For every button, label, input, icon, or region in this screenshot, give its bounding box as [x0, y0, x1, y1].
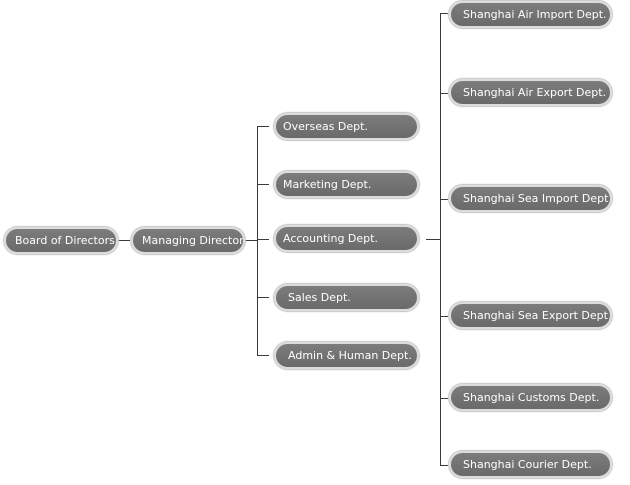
- node-shanghai-sea-export-dept[interactable]: Shanghai Sea Export Dept.: [449, 302, 612, 329]
- connector-line: [257, 355, 269, 356]
- node-overseas-dept[interactable]: Overseas Dept.: [274, 113, 419, 140]
- connector-line: [440, 93, 448, 94]
- connector-line: [257, 184, 269, 185]
- node-board-of-directors[interactable]: Board of Directors: [4, 227, 118, 254]
- node-label: Shanghai Courier Dept.: [463, 458, 592, 471]
- node-label: Shanghai Sea Import Dept.: [463, 192, 612, 205]
- node-label: Shanghai Customs Dept.: [463, 391, 600, 404]
- connector-line: [440, 316, 448, 317]
- connector-line: [245, 240, 257, 241]
- node-marketing-dept[interactable]: Marketing Dept.: [274, 171, 419, 198]
- node-label: Shanghai Sea Export Dept.: [463, 309, 612, 322]
- node-label: Admin & Human Dept.: [288, 349, 412, 362]
- node-sales-dept[interactable]: Sales Dept.: [274, 284, 419, 311]
- node-label: Marketing Dept.: [283, 178, 372, 191]
- connector-line: [257, 126, 258, 355]
- node-label: Accounting Dept.: [283, 232, 378, 245]
- node-managing-director[interactable]: Managing Director: [131, 227, 245, 254]
- connector-line: [440, 398, 448, 399]
- connector-line: [440, 465, 448, 466]
- connector-line: [257, 239, 269, 240]
- connector-line: [426, 239, 440, 240]
- node-label: Board of Directors: [15, 234, 115, 247]
- node-label: Overseas Dept.: [283, 120, 368, 133]
- node-admin-human-dept[interactable]: Admin & Human Dept.: [274, 342, 419, 369]
- connector-line: [440, 199, 448, 200]
- node-shanghai-air-import-dept[interactable]: Shanghai Air Import Dept.: [449, 1, 612, 28]
- connector-line: [257, 297, 269, 298]
- node-shanghai-sea-import-dept[interactable]: Shanghai Sea Import Dept.: [449, 185, 612, 212]
- connector-line: [118, 240, 130, 241]
- connector-line: [440, 13, 448, 14]
- node-shanghai-air-export-dept[interactable]: Shanghai Air Export Dept.: [449, 79, 612, 106]
- node-label: Shanghai Air Import Dept.: [463, 8, 607, 21]
- connector-line: [257, 126, 269, 127]
- node-label: Sales Dept.: [288, 291, 351, 304]
- connector-line: [440, 13, 441, 466]
- node-label: Shanghai Air Export Dept.: [463, 86, 607, 99]
- node-shanghai-courier-dept[interactable]: Shanghai Courier Dept.: [449, 451, 612, 478]
- node-shanghai-customs-dept[interactable]: Shanghai Customs Dept.: [449, 384, 612, 411]
- node-accounting-dept[interactable]: Accounting Dept.: [274, 225, 419, 252]
- node-label: Managing Director: [142, 234, 244, 247]
